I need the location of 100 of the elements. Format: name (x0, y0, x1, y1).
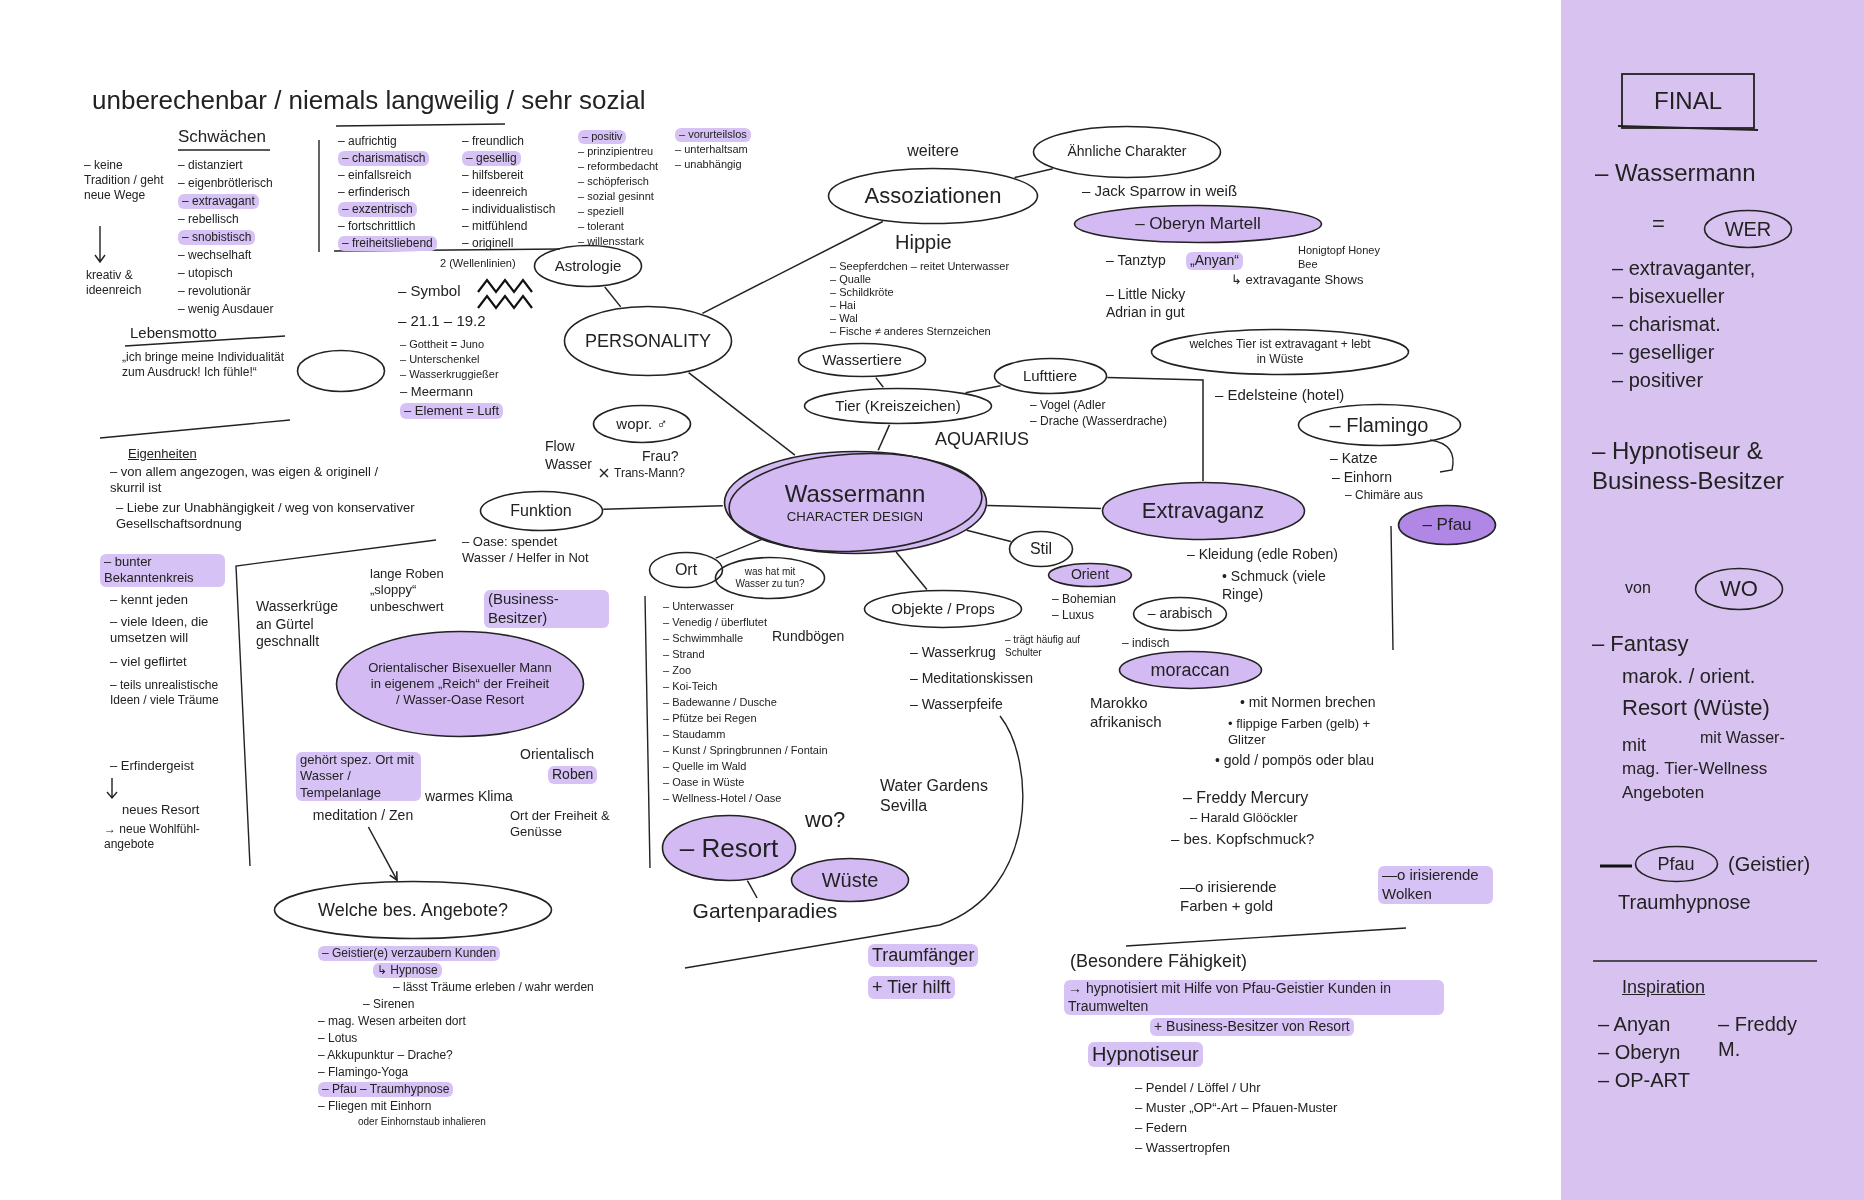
node-label: Wassermann (784, 478, 926, 509)
handwritten-note: – Seepferdchen – reitet Unterwasser (830, 260, 1010, 274)
handwritten-note: – Pendel / Löffel / Uhr (1135, 1080, 1261, 1097)
handwritten-note: Frau? (642, 448, 679, 466)
handwritten-note: – extravagant (178, 194, 259, 209)
handwritten-note: – Unterwasser (663, 600, 734, 614)
handwritten-note: Flow Wasser (545, 438, 593, 473)
handwritten-note: Traumfänger (868, 944, 979, 967)
ellipse-node (563, 305, 733, 377)
handwritten-note: – Schildkröte (830, 286, 894, 300)
node-label: Lufttiere (1022, 366, 1078, 386)
handwritten-note: • flippige Farben (gelb) + Glitzer (1228, 716, 1372, 749)
handwritten-note: – Meermann (400, 384, 473, 401)
handwritten-note: – wechselhaft (178, 248, 252, 263)
handwritten-note: – charismatisch (338, 151, 430, 166)
handwritten-note: – distanziert (178, 158, 243, 173)
handwritten-note: – Anyan (1598, 1012, 1671, 1037)
node-label: Stil (1029, 539, 1053, 559)
handwritten-note: – Pfau – Traumhypnose (318, 1082, 454, 1097)
handwritten-note: ↳ Hypnose (373, 963, 442, 978)
handwritten-note: – trägt häufig auf Schulter (1005, 634, 1082, 659)
node-label: – Flamingo (1329, 412, 1429, 438)
handwritten-note: – viele Ideen, die umsetzen will (110, 614, 210, 647)
handwritten-note: – individualistisch (462, 202, 556, 217)
handwritten-note: – Freddy M. (1718, 1012, 1798, 1062)
ellipse-node (533, 244, 643, 288)
handwritten-note: – hilfsbereit (462, 168, 524, 183)
handwritten-note: – vorurteilslos (675, 128, 751, 142)
handwritten-note: – Tanztyp (1106, 252, 1166, 270)
handwritten-note: Rundbögen (772, 628, 845, 646)
handwritten-note: – aufrichtig (338, 134, 397, 149)
handwritten-note: + Business-Besitzer von Resort (1150, 1018, 1354, 1036)
handwritten-note: – Venedig / überflutet (663, 616, 767, 630)
handwritten-note: – positiv (578, 130, 627, 144)
node-label: Orient (1070, 566, 1110, 584)
handwritten-note: – Geistier(e) verzaubern Kunden (318, 946, 501, 961)
handwritten-note: – mag. Wesen arbeiten dort (318, 1014, 466, 1029)
handwritten-note: – mitfühlend (462, 219, 528, 234)
handwritten-note: – Drache (Wasserdrache) (1030, 414, 1167, 429)
handwritten-note: Honigtopf Honey Bee (1298, 244, 1381, 272)
handwritten-note: – teils unrealistische Ideen / viele Träume (110, 678, 220, 708)
handwritten-note: – originell (462, 236, 514, 251)
ellipse-node (1100, 481, 1306, 541)
connector-line (986, 504, 1102, 510)
ellipse-node (1694, 567, 1784, 611)
handwritten-note: – extravaganter, (1612, 256, 1756, 281)
handwritten-note: – speziell (578, 205, 624, 219)
handwritten-note: warmes Klima (425, 788, 513, 806)
connector-line (602, 505, 724, 510)
handwritten-note: – Wasserkruggießer (400, 368, 499, 382)
handwritten-note: – prinzipientreu (578, 145, 654, 159)
ellipse-node (1633, 845, 1719, 883)
handwritten-note: Water Gardens Sevilla (880, 776, 989, 816)
ellipse-node (1117, 650, 1263, 690)
handwritten-note: – Kleidung (edle Roben) (1187, 546, 1338, 564)
connector-line (604, 286, 622, 308)
handwritten-note: – snobistisch (178, 230, 256, 245)
handwritten-note: – positiver (1612, 368, 1704, 393)
connector-line (895, 551, 928, 591)
handwritten-note: – Meditationskissen (910, 670, 1033, 688)
handwritten-note: Inspiration (1622, 976, 1706, 999)
handwritten-note: – keine Tradition / geht neue Wege (84, 158, 165, 203)
connector-line (687, 371, 796, 456)
handwritten-note: – sozial gesinnt (578, 190, 654, 204)
node-label: – arabisch (1147, 605, 1213, 623)
node-label: Wassertiere (822, 350, 902, 370)
handwritten-note: gehört spez. Ort mit Wasser / Tempelanlage (296, 752, 421, 801)
node-label: Assoziationen (864, 182, 1002, 210)
handwritten-note: – 21.1 – 19.2 (398, 312, 486, 331)
handwritten-note: – freundlich (462, 134, 525, 149)
handwritten-note: – Flamingo-Yoga (318, 1065, 409, 1080)
handwritten-note: – tolerant (578, 220, 624, 234)
framed-box (1618, 70, 1758, 132)
node-label: Pfau (1657, 852, 1695, 876)
handwritten-note: – unterhaltsam (675, 143, 748, 157)
handwritten-note: – OP-ART (1598, 1068, 1690, 1093)
handwritten-note: – kennt jeden (110, 592, 189, 609)
handwritten-note: – Luxus (1052, 608, 1095, 623)
handwritten-note: – Lotus (318, 1031, 358, 1046)
handwritten-note: Hypnotiseur (1088, 1042, 1203, 1067)
handwritten-note: – ideenreich (462, 185, 528, 200)
handwritten-note: – Schwimmhalle (663, 632, 744, 646)
handwritten-note: – reformbedacht (578, 160, 659, 174)
handwritten-note: —o irisierende Wolken (1378, 866, 1493, 904)
handwritten-note: – revolutionär (178, 284, 251, 299)
node-label: Funktion (510, 501, 572, 521)
node-label: WER (1724, 216, 1772, 242)
node-label: – Pfau (1422, 514, 1472, 536)
handwritten-note: – Wasserkrug (910, 644, 996, 662)
connector-line (1106, 376, 1204, 482)
handwritten-note: marok. / orient. (1622, 664, 1756, 689)
handwritten-note: – Hypnotiseur & Business-Besitzer (1592, 436, 1786, 496)
handwritten-note: – utopisch (178, 266, 233, 281)
node-label: Ähnliche Charakter (1067, 143, 1187, 161)
handwritten-note: (Geistier) (1728, 852, 1811, 877)
handwritten-note: • mit Normen brechen (1240, 694, 1376, 712)
handwritten-note: „Anyan“ (1186, 252, 1244, 270)
handwritten-note: AQUARIUS (935, 428, 1030, 451)
node-label: Objekte / Props (891, 599, 995, 619)
connector-line (877, 424, 891, 452)
